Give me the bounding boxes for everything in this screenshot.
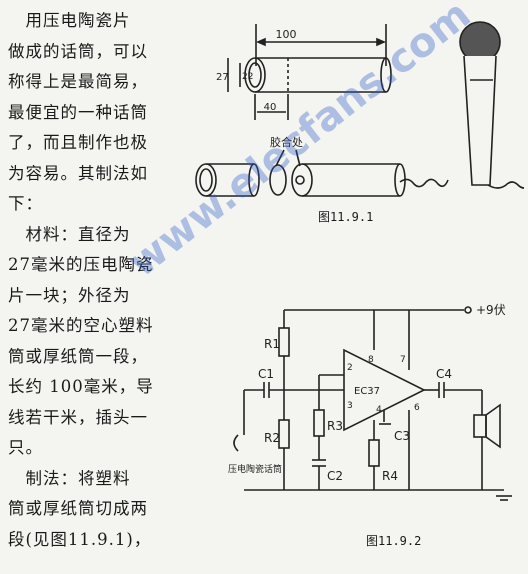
text-line: 最便宜的一种话筒 [8,102,148,122]
length-dimension-label: 100 [276,28,297,41]
text-line: 做成的话筒，可以 [8,41,148,61]
ic-pin-label: 8 [368,355,374,365]
r2-label: R2 [264,431,280,445]
c1-label: C1 [258,367,274,381]
c4-label: C4 [436,367,452,381]
text-line: 段(见图11.9.1)， [8,529,152,549]
text-line: 称得上是最简易， [8,72,148,91]
figure-tube-drawing: 100 27 22 40 胶合处 [195,21,524,197]
text-line: 27毫米的压电陶瓷 [8,255,154,274]
figure-circuit-diagram: +9伏 R1 R2 R3 R4 C1 C2 C3 C4 EC37 2 3 4 6… [228,303,512,501]
text-line: 为容易。其制法如 [8,163,148,183]
text-line: 下： [8,194,43,213]
supply-voltage-label: +9伏 [476,303,506,317]
r3-label: R3 [327,419,343,433]
text-line: 筒或厚纸筒一段， [8,346,148,366]
short-length-label: 40 [264,102,277,113]
text-line: 长约 100毫米，导 [8,377,154,396]
text-line: 只。 [8,438,43,457]
figure2-caption: 图11.9.2 [366,534,422,548]
ic-pin-label: 2 [347,363,353,373]
r4-label: R4 [382,469,398,483]
mic-label: 压电陶瓷话筒 [228,463,282,475]
r1-label: R1 [264,337,280,351]
ic-pin-label: 7 [400,355,406,365]
ic-pin-label: 4 [376,405,382,415]
text-line: 制法：将塑料 [8,468,131,488]
outer-diameter-label: 27 [216,72,229,83]
text-line: 用压电陶瓷片 [8,11,131,30]
text-line: 了，而且制作也极 [8,133,148,152]
inner-diameter-label: 22 [242,72,253,82]
c3-label: C3 [394,429,410,443]
text-line: 27毫米的空心塑料 [8,316,154,335]
ic-pin-label: 3 [347,401,353,411]
glue-joint-label: 胶合处 [270,135,303,149]
ic-pin-label: 6 [414,403,420,413]
text-line: 筒或厚纸筒切成两 [8,499,148,518]
text-line: 线若干米，插头一 [8,407,148,427]
ic-label: EC37 [354,386,380,397]
body-text: 用压电陶瓷片 做成的话筒，可以 称得上是最简易， 最便宜的一种话筒 了，而且制作… [8,6,184,555]
figure1-caption: 图11.9.1 [318,210,374,224]
text-line: 片一块；外径为 [8,285,131,305]
c2-label: C2 [327,469,343,483]
text-line: 材料：直径为 [8,224,131,244]
